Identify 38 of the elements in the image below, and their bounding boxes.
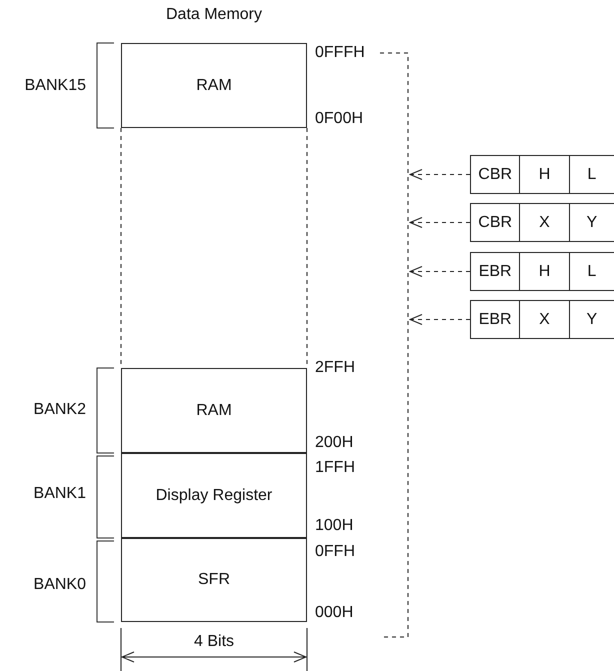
address-label: 2FFH bbox=[315, 359, 355, 377]
address-label: 200H bbox=[315, 434, 354, 452]
arrow bbox=[410, 217, 470, 228]
register-field: Y bbox=[570, 301, 614, 338]
memory-block: RAM bbox=[121, 43, 307, 128]
register-box bbox=[470, 203, 614, 242]
address-label: 100H bbox=[315, 517, 354, 535]
register-field: X bbox=[520, 301, 570, 338]
bank-label: BANK15 bbox=[24, 77, 86, 95]
bank-label: BANK2 bbox=[34, 401, 86, 419]
register-field: L bbox=[570, 156, 614, 193]
address-label: 0FFH bbox=[315, 543, 355, 561]
register-field: Y bbox=[570, 204, 614, 241]
diagram-title: Data Memory bbox=[166, 6, 262, 24]
bank-label: BANK0 bbox=[34, 576, 86, 594]
register-box bbox=[470, 155, 614, 194]
bank-label: BANK1 bbox=[34, 485, 86, 503]
dimension-label: 4 Bits bbox=[194, 633, 234, 651]
memory-block: SFR bbox=[121, 538, 307, 622]
register-field: X bbox=[520, 204, 570, 241]
register-box bbox=[470, 300, 614, 339]
memory-block: RAM bbox=[121, 368, 307, 453]
register-field: H bbox=[520, 253, 570, 290]
arrow bbox=[410, 314, 470, 325]
register-field: CBR bbox=[471, 204, 520, 241]
arrow bbox=[410, 266, 470, 277]
address-label: 1FFH bbox=[315, 459, 355, 477]
register-box bbox=[470, 252, 614, 291]
register-field: L bbox=[570, 253, 614, 290]
address-label: 0F00H bbox=[315, 110, 364, 128]
register-field: H bbox=[520, 156, 570, 193]
arrow bbox=[410, 169, 470, 180]
register-field: CBR bbox=[471, 156, 520, 193]
address-label: 000H bbox=[315, 604, 354, 622]
register-field: EBR bbox=[471, 253, 520, 290]
register-field: EBR bbox=[471, 301, 520, 338]
memory-block: Display Register bbox=[121, 453, 307, 538]
address-label: 0FFFH bbox=[315, 44, 365, 62]
